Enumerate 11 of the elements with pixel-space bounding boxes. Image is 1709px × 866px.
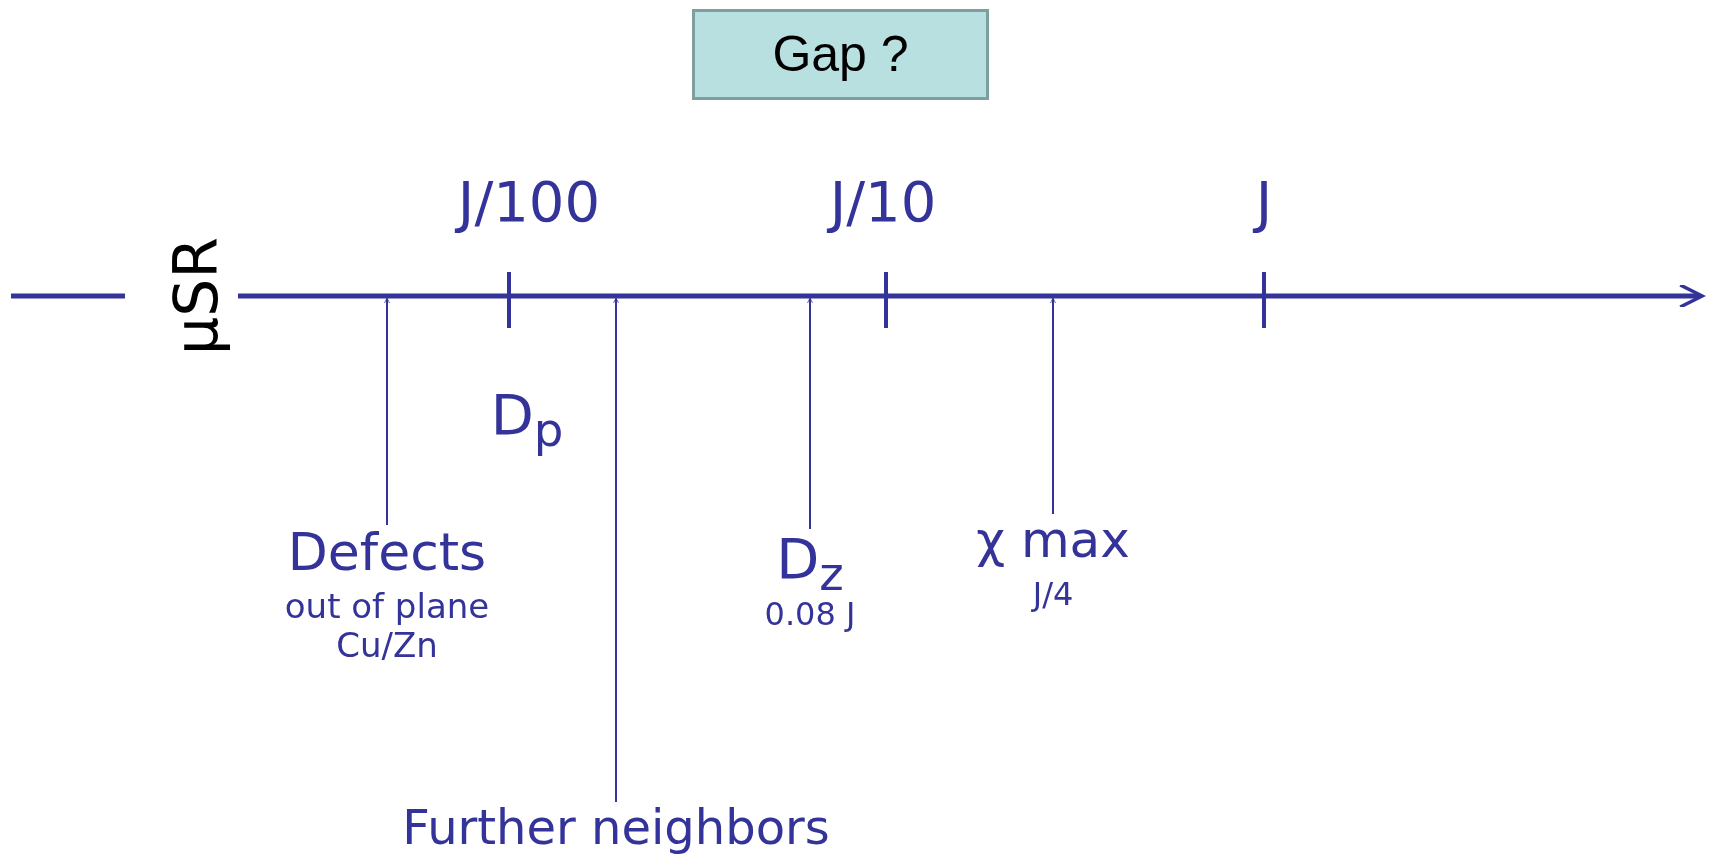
arrow xyxy=(807,297,813,530)
term-label: Further neighbors xyxy=(401,800,831,856)
arrow xyxy=(384,297,390,526)
term-label: Defects xyxy=(286,523,488,583)
note-text: J/4 xyxy=(1030,575,1075,613)
arrow xyxy=(613,297,619,803)
arrow xyxy=(1050,297,1056,515)
term-label: D$_{p}$ xyxy=(490,386,564,454)
note-text: out of plane Cu/Zn xyxy=(283,586,491,665)
gap-box: Gap ? xyxy=(692,9,989,100)
term-label: χ max xyxy=(975,512,1131,570)
